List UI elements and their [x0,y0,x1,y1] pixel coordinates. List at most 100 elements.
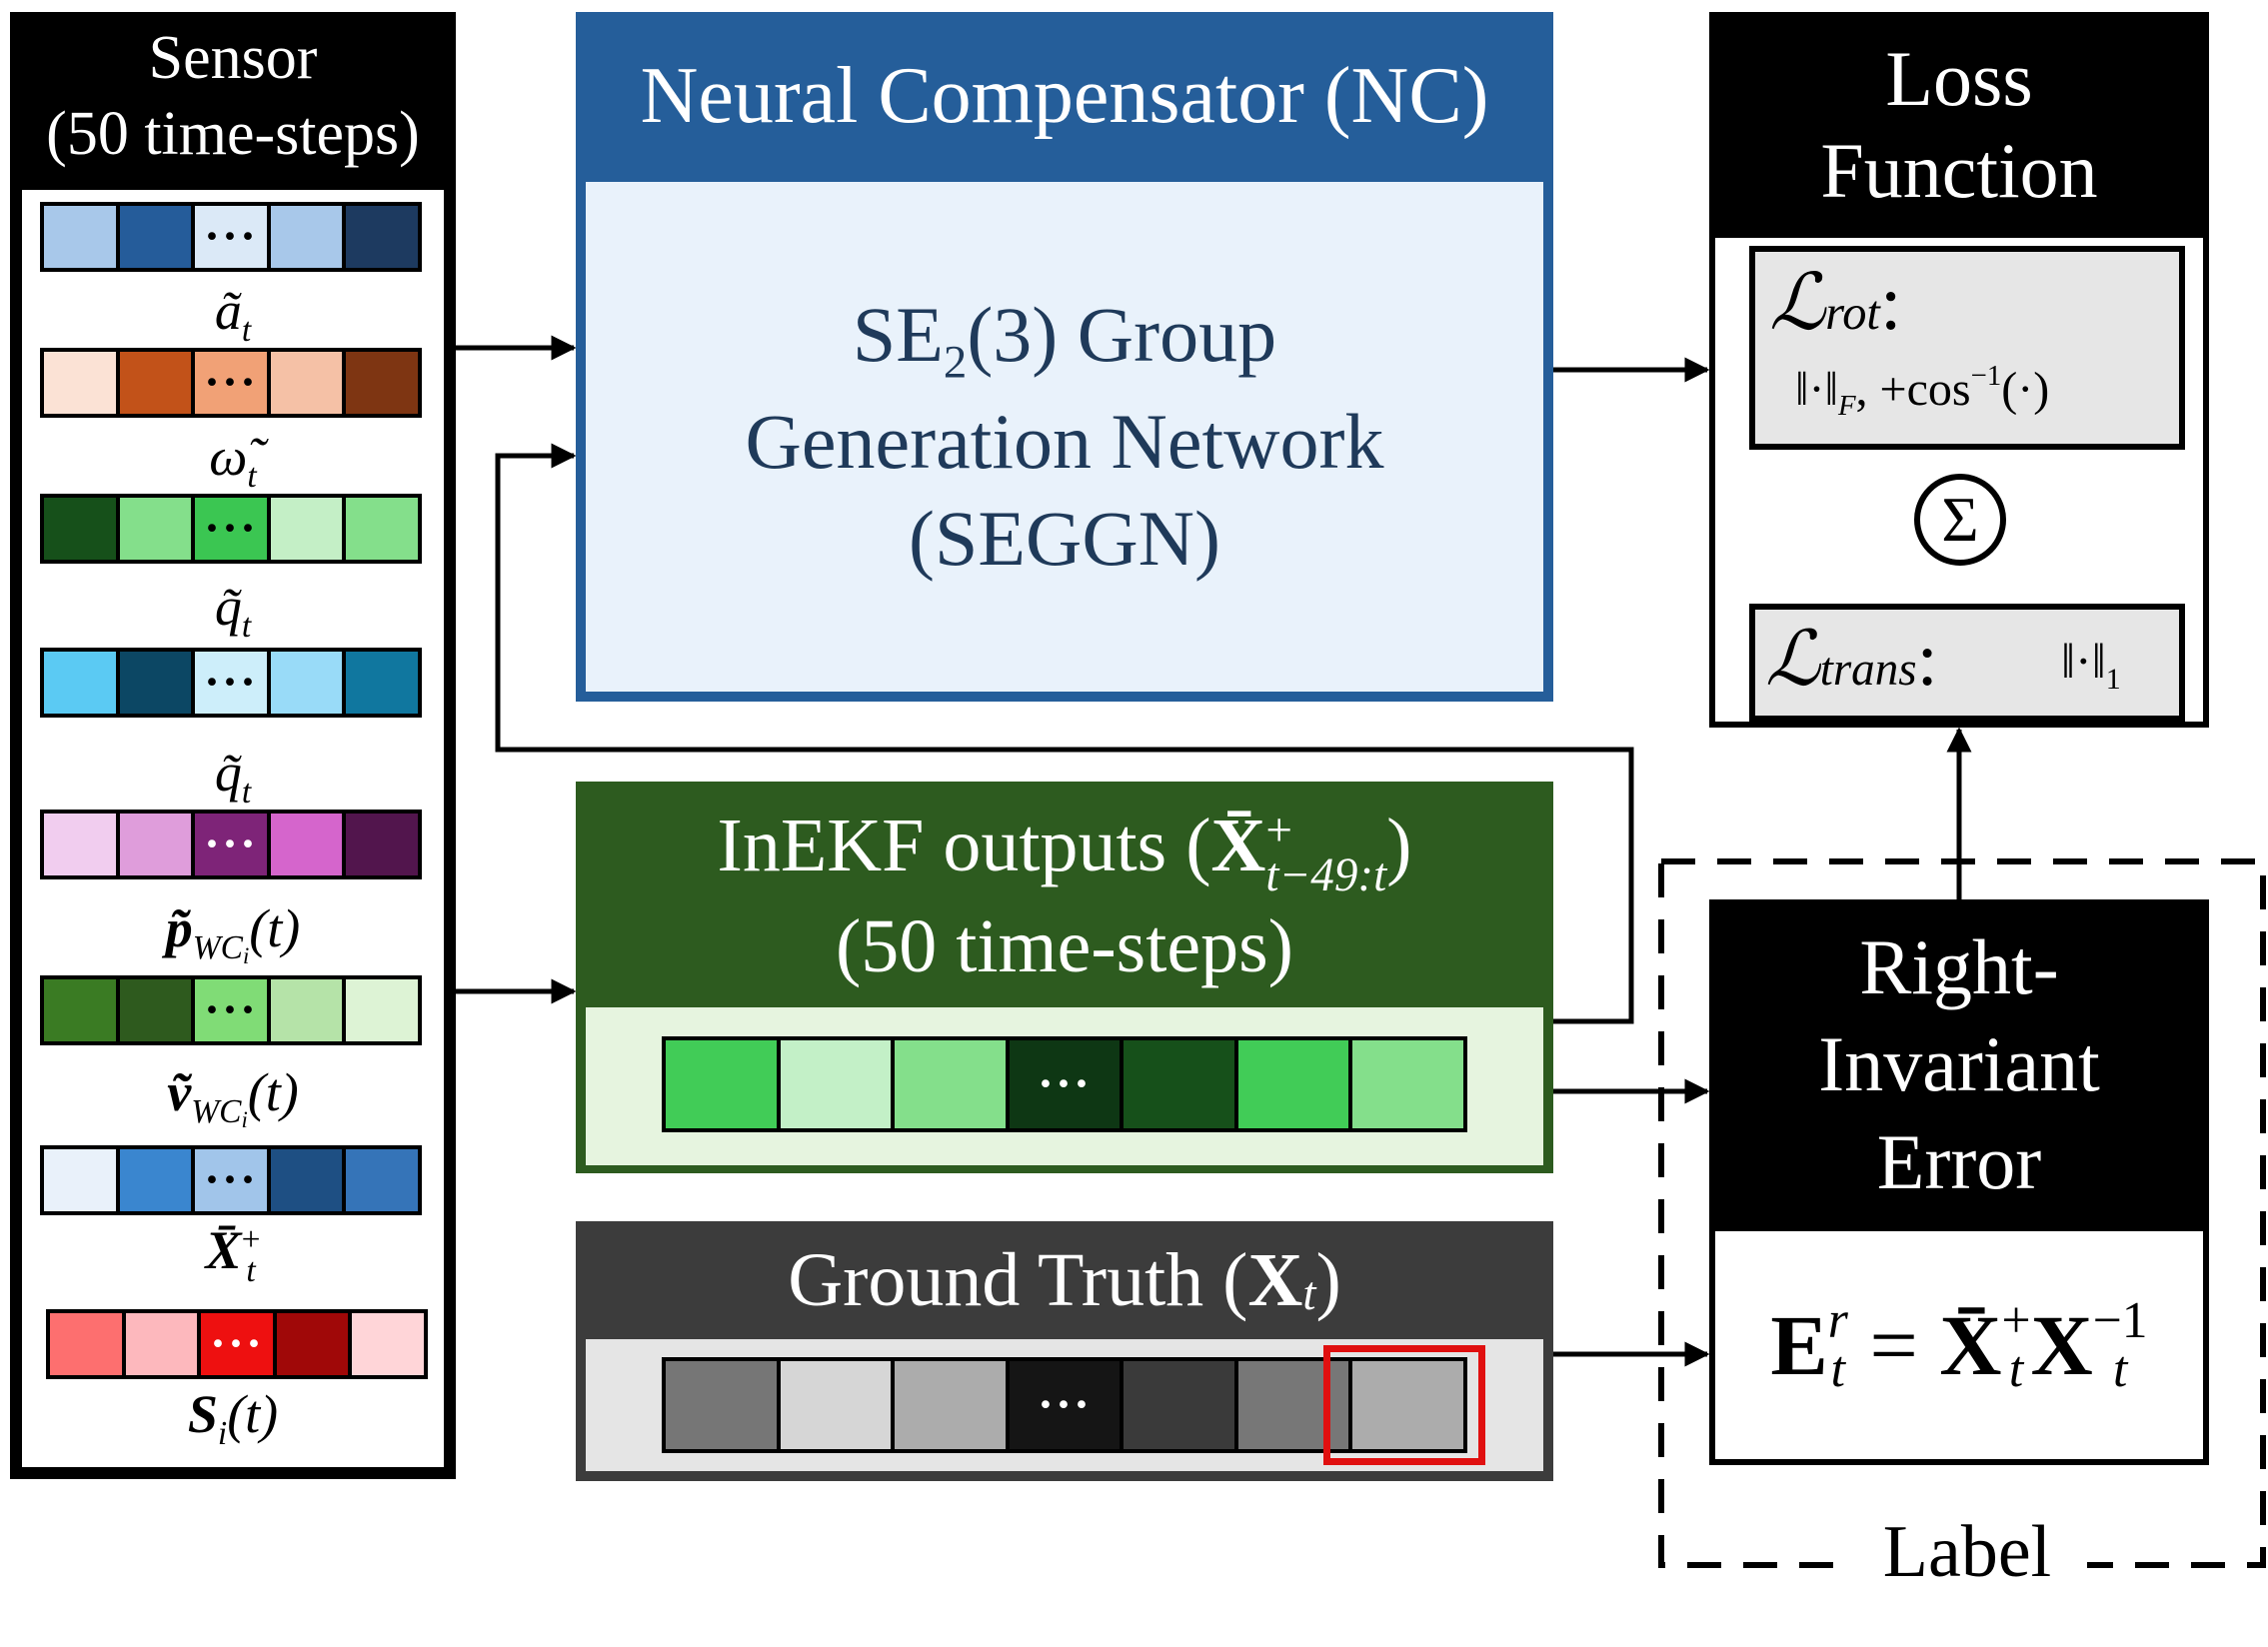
ground-truth-strip-cell: ··· [1009,1361,1125,1449]
ground-truth-strip-cell [666,1361,781,1449]
inekf-strip-cell [780,1040,896,1128]
sensor-title-line2: (50 time-steps) [46,100,420,168]
loss-trans-formula: ‖·‖1 [2061,633,2121,696]
sensor-strip-cell [119,1149,196,1211]
sensor-strip-cell [352,1313,424,1375]
sensor-label: Si(t) [187,1384,279,1452]
sensor-strip-cell: ··· [195,352,271,414]
sensor-label: ãt [214,281,252,349]
sensor-strip-cell [270,814,347,875]
sensor-strip-cell: ··· [201,1313,277,1375]
loss-trans-term: ℒtrans: ‖·‖1 [1749,604,2185,722]
ground-truth-strip-cell [780,1361,896,1449]
sensor-strip-cell [270,979,347,1041]
ground-truth-strip-cell [1124,1361,1238,1449]
inekf-strip-cell [1352,1040,1464,1128]
sensor-label: ṽWCi(t) [167,1062,299,1132]
sensor-strip-cell [270,652,347,714]
sensor-strip-cell [44,498,120,560]
loss-function-header: Loss Function [1709,12,2209,238]
sensor-strip-cell [44,352,120,414]
sensor-label: X̄+t [205,1220,261,1289]
sensor-strip-cell [44,206,120,268]
inekf-strip-cell: ··· [1009,1040,1125,1128]
sensor-strip: ··· [40,202,422,272]
inekf-strip-cell [895,1040,1010,1128]
sensor-strip: ··· [40,810,422,879]
sensor-strip: ··· [40,975,422,1045]
sensor-strip-cell: ··· [195,979,271,1041]
sensor-strip-cell [50,1313,126,1375]
sensor-strip-cell [346,814,418,875]
ground-truth-sequence-strip: ··· [662,1357,1467,1453]
sensor-strip-cell: ··· [195,814,271,875]
label-caption: Label [1847,1509,2087,1595]
inekf-title-line1: InEKF outputs (X̄+t−49:t) [717,803,1412,901]
loss-title-line1: Loss [1885,34,2033,122]
ground-truth-strip-cell [1352,1361,1464,1449]
sensor-strip-cell [346,979,418,1041]
sensor-strip-cell [44,814,120,875]
sensor-header: Sensor (50 time-steps) [10,12,456,182]
seggn-box: SE2(3) Group Generation Network (SEGGN) [586,182,1543,692]
error-title-line2: Invariant [1818,1020,2100,1108]
sensor-strip-cell [346,1149,418,1211]
sensor-strip: ··· [46,1309,428,1379]
sensor-strip: ··· [40,494,422,564]
sensor-strip: ··· [40,348,422,418]
arrow-inekf-feedback-to-nc [495,443,1634,1024]
sensor-strip: ··· [40,1145,422,1215]
sensor-label: q̃t [214,577,252,645]
inekf-title-line2: (50 time-steps) [835,904,1293,989]
loss-rot-label: ℒrot: [1769,259,1902,346]
sensor-strip-cell [119,206,196,268]
sensor-strip-cell: ··· [195,1149,271,1211]
sensor-strip-cell [346,498,418,560]
sensor-strip-cell [270,1149,347,1211]
ground-truth-current-step-highlight [1323,1345,1485,1465]
sensor-strip-cell [346,352,418,414]
sensor-strip-cell [276,1313,353,1375]
loss-rot-term: ℒrot: ‖·‖F, +cos−1(·) [1749,246,2185,450]
sensor-strip-cell [119,814,196,875]
sensor-strip-cell: ··· [195,206,271,268]
sensor-strip-cell [270,498,347,560]
inekf-sequence-strip: ··· [662,1036,1467,1132]
right-invariant-error-header: Right- Invariant Error [1709,899,2209,1229]
sensor-strip-cell [44,1149,120,1211]
seggn-line3: (SEGGN) [909,495,1220,583]
sensor-strip-cell: ··· [195,652,271,714]
seggn-line1: SE2(3) Group [852,291,1277,390]
sensor-strip-cell [119,979,196,1041]
sensor-label: p̃WCi(t) [165,898,301,968]
inekf-title: InEKF outputs (X̄+t−49:t) (50 time-steps… [576,790,1553,1003]
sensor-title-line1: Sensor [148,24,318,93]
sensor-strip-cell [119,498,196,560]
error-title-line3: Error [1876,1117,2042,1205]
nc-title: Neural Compensator (NC) [640,51,1489,140]
inekf-strip-cell [1124,1040,1238,1128]
sensor-strip: ··· [40,648,422,718]
sensor-label: q̃t [214,743,252,811]
sensor-strip-cell [346,652,418,714]
loss-title-line2: Function [1820,127,2098,214]
sensor-strip-cell [346,206,418,268]
seggn-line2: Generation Network [745,397,1384,485]
sensor-strip-cell [44,979,120,1041]
sensor-strip-cell: ··· [195,498,271,560]
sensor-strip-cell [119,652,196,714]
loss-rot-formula: ‖·‖F, +cos−1(·) [1795,359,2050,423]
sensor-strip-cell [270,352,347,414]
inekf-strip-cell [666,1040,781,1128]
sensor-strip-cell [44,652,120,714]
loss-trans-label: ℒtrans: [1765,618,1938,702]
sum-node: Σ [1914,474,2006,566]
sensor-strip-cell [119,352,196,414]
sensor-label: ω̃t [209,427,257,495]
label-dashed-box [1658,858,2266,1568]
error-title-line1: Right- [1859,922,2059,1010]
inekf-strip-cell [1237,1040,1353,1128]
